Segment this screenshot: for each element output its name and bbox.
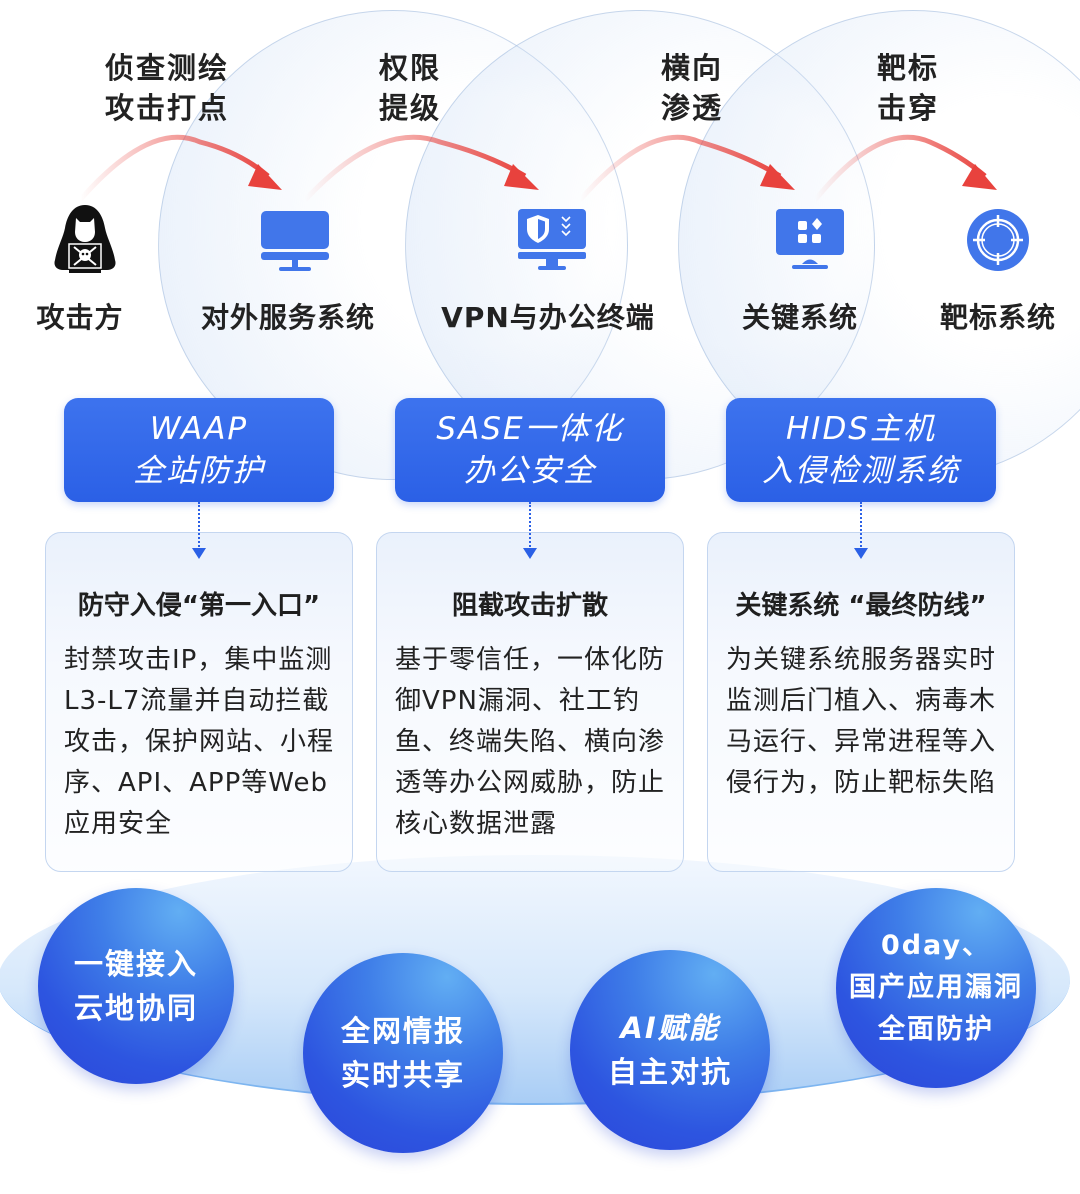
product-card-sase: 阻截攻击扩散 基于零信任，一体化防御VPN漏洞、社工钓鱼、终端失陷、横向渗透等办… xyxy=(376,532,684,872)
connector-hids xyxy=(860,502,862,554)
product-title-waap: WAAP 全站防护 xyxy=(64,398,334,502)
connector-arrow-sase xyxy=(523,548,537,559)
hacker-icon xyxy=(45,200,125,273)
target-icon xyxy=(958,203,1038,273)
node-label-attacker: 攻击方 xyxy=(36,301,124,334)
product-card-waap: 防守入侵“第一入口” 封禁攻击IP，集中监测L3-L7流量并自动拦截攻击，保护网… xyxy=(45,532,353,872)
shield-monitor-icon xyxy=(512,205,592,275)
connector-sase xyxy=(529,502,531,554)
feature-threat-intel: 全网情报 实时共享 xyxy=(303,953,503,1153)
product-title-sase: SASE一体化 办公安全 xyxy=(395,398,665,502)
step-label-recon: 侦查测绘 攻击打点 xyxy=(104,51,229,125)
node-label-vpn-terminal: VPN与办公终端 xyxy=(441,301,655,334)
node-label-target-system: 靶标系统 xyxy=(939,301,1056,334)
monitor-icon xyxy=(255,205,335,275)
step-label-privilege: 权限 提级 xyxy=(378,51,441,125)
feature-ai-empowered: AI赋能 自主对抗 xyxy=(570,950,770,1150)
feature-one-click-access: 一键接入 云地协同 xyxy=(38,888,234,1084)
card-title: 关键系统 “最终防线” xyxy=(735,591,987,621)
step-label-breach: 靶标 击穿 xyxy=(876,51,939,125)
card-body: 基于零信任，一体化防御VPN漏洞、社工钓鱼、终端失陷、横向渗透等办公网威胁，防止… xyxy=(395,645,666,839)
connector-arrow-waap xyxy=(192,548,206,559)
connector-waap xyxy=(198,502,200,554)
attack-flow-arrows xyxy=(78,134,997,202)
step-label-lateral: 横向 渗透 xyxy=(660,51,723,125)
arrow-1 xyxy=(78,134,270,202)
card-title: 阻截攻击扩散 xyxy=(451,591,608,621)
node-label-external-service: 对外服务系统 xyxy=(200,301,375,334)
product-title-hids: HIDS主机 入侵检测系统 xyxy=(726,398,996,502)
node-label-key-system: 关键系统 xyxy=(741,301,858,334)
product-card-hids: 关键系统 “最终防线” 为关键系统服务器实时监测后门植入、病毒木马运行、异常进程… xyxy=(707,532,1015,872)
card-title: 防守入侵“第一入口” xyxy=(77,591,321,621)
card-body: 封禁攻击IP，集中监测L3-L7流量并自动拦截攻击，保护网站、小程序、API、A… xyxy=(64,645,335,839)
app-grid-monitor-icon xyxy=(770,205,850,275)
feature-0day-protection: 0day、 国产应用漏洞 全面防护 xyxy=(836,888,1036,1088)
card-body: 为关键系统服务器实时监测后门植入、病毒木马运行、异常进程等入侵行为，防止靶标失陷 xyxy=(726,645,997,798)
connector-arrow-hids xyxy=(854,548,868,559)
